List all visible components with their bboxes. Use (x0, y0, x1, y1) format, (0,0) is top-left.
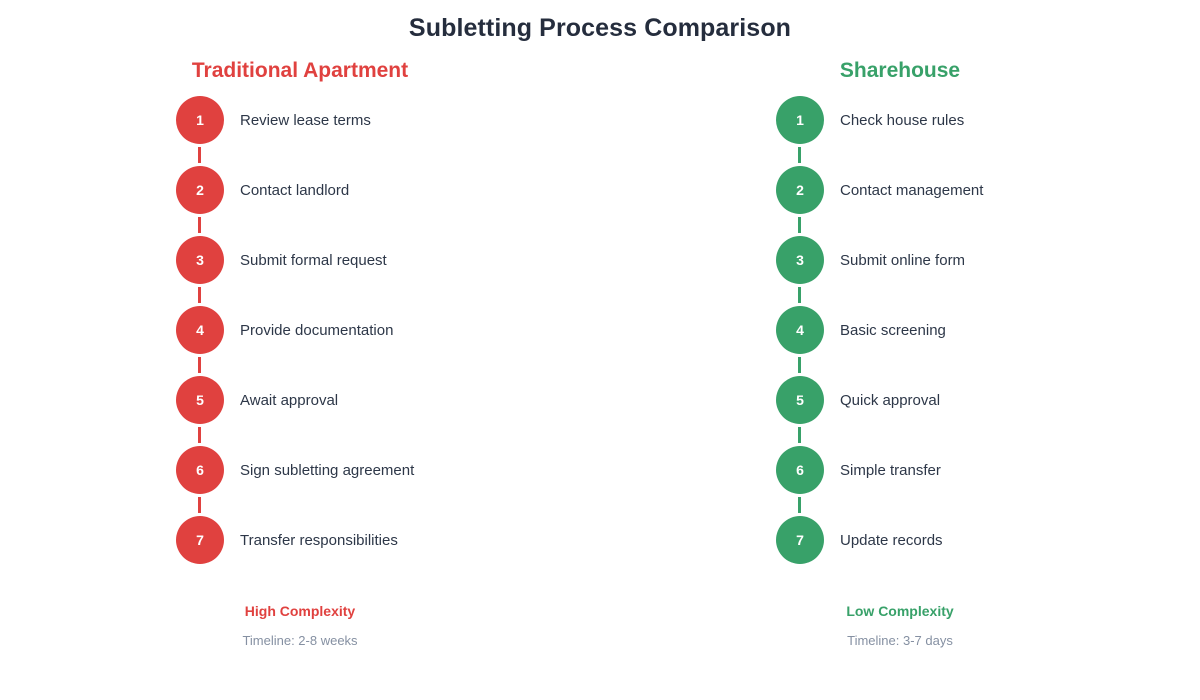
step-label: Basic screening (840, 321, 946, 339)
step-label: Submit online form (840, 251, 966, 269)
step-label: Transfer responsibilities (240, 531, 398, 549)
step-label: Provide documentation (240, 321, 394, 339)
footer-sharehouse: Low Complexity Timeline: 3-7 days (776, 600, 1024, 652)
step-number-badge: 6 (176, 446, 224, 494)
step-number-badge: 6 (776, 446, 824, 494)
step-number-badge: 3 (176, 236, 224, 284)
step-number-badge: 4 (776, 306, 824, 354)
comparison-columns: Traditional Apartment 1 Review lease ter… (0, 56, 1200, 596)
timeline-text: Timeline: 3-7 days (847, 633, 953, 648)
step-number-badge: 2 (776, 166, 824, 214)
step-label: Review lease terms (240, 111, 371, 129)
complexity-badge: Low Complexity (846, 603, 954, 619)
step-connector-line (198, 217, 201, 233)
comparison-footers: High Complexity Timeline: 2-8 weeks Low … (0, 600, 1200, 680)
timeline-text: Timeline: 2-8 weeks (242, 633, 358, 648)
step-connector-line (798, 287, 801, 303)
step-connector-line (198, 497, 201, 513)
step-connector-line (198, 147, 201, 163)
step-number-badge: 1 (176, 96, 224, 144)
step-number-badge: 5 (176, 376, 224, 424)
complexity-badge: High Complexity (244, 603, 356, 619)
step-label: Check house rules (840, 111, 965, 129)
step-label: Simple transfer (840, 461, 941, 479)
step-connector-line (198, 357, 201, 373)
footer-traditional-apartment: High Complexity Timeline: 2-8 weeks (176, 600, 424, 652)
step-connector-line (798, 147, 801, 163)
step-connector-line (798, 217, 801, 233)
step-number-badge: 3 (776, 236, 824, 284)
step-label: Await approval (240, 391, 339, 409)
column-traditional-apartment: Traditional Apartment 1 Review lease ter… (0, 56, 600, 596)
page-title: Subletting Process Comparison (408, 14, 792, 42)
step-number-badge: 4 (176, 306, 224, 354)
step-connector-line (798, 357, 801, 373)
step-connector-line (798, 497, 801, 513)
step-connector-line (798, 427, 801, 443)
step-label: Contact landlord (240, 181, 350, 199)
step-label: Submit formal request (240, 251, 387, 269)
step-number-badge: 7 (176, 516, 224, 564)
step-connector-line (198, 427, 201, 443)
step-number-badge: 5 (776, 376, 824, 424)
column-heading-sharehouse: Sharehouse (839, 59, 961, 82)
column-sharehouse: Sharehouse 1 Check house rules 2 Contact… (600, 56, 1200, 596)
step-label: Update records (840, 531, 943, 549)
step-connector-line (198, 287, 201, 303)
step-label: Quick approval (840, 391, 941, 409)
step-number-badge: 7 (776, 516, 824, 564)
step-label: Sign subletting agreement (240, 461, 415, 479)
step-label: Contact management (840, 181, 984, 199)
column-heading-traditional-apartment: Traditional Apartment (191, 59, 409, 82)
step-number-badge: 2 (176, 166, 224, 214)
step-number-badge: 1 (776, 96, 824, 144)
